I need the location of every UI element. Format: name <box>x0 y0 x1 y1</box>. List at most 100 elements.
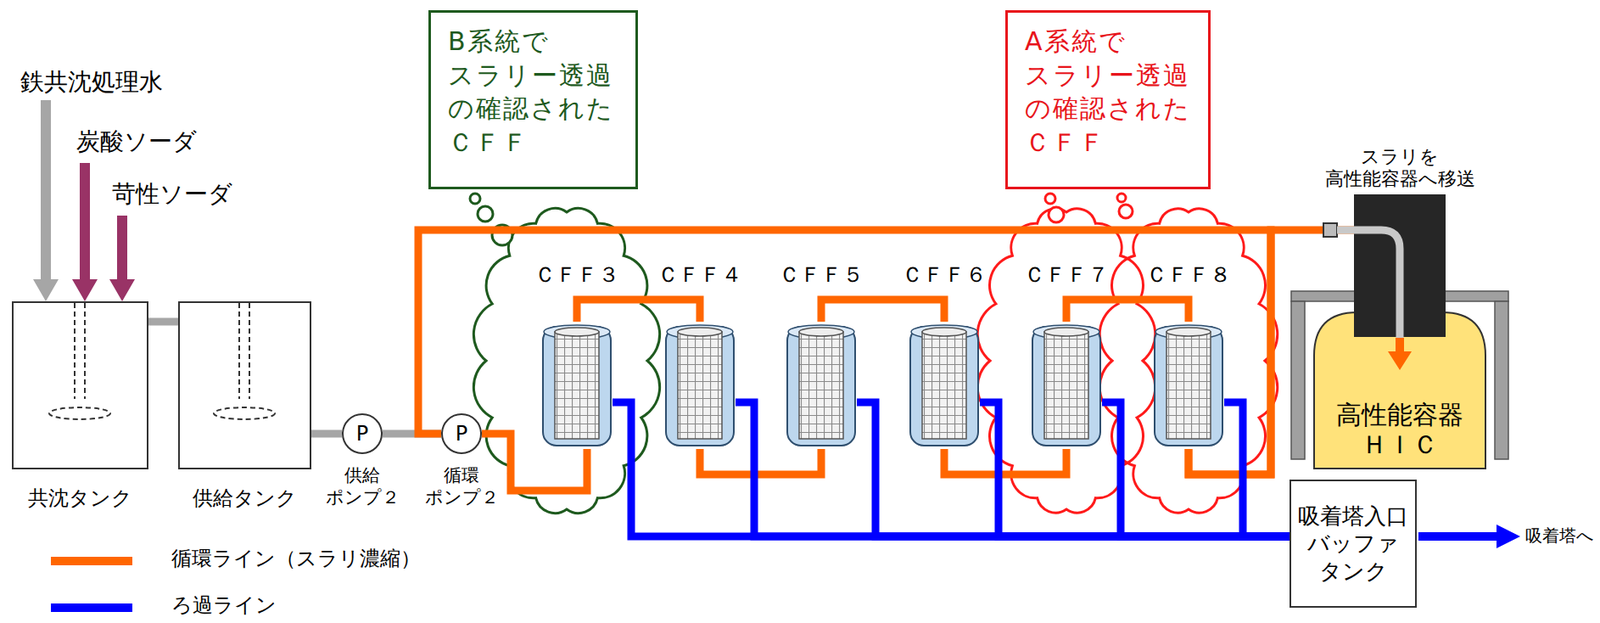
circulation-pipe <box>576 299 700 322</box>
tank-inner-pipe <box>74 302 85 399</box>
annotation-label: スラリを 高性能容器へ移送 <box>1325 145 1476 191</box>
filter-outline <box>1030 321 1103 449</box>
legend-label: ろ過ライン <box>171 593 277 616</box>
annotation-label: 苛性ソーダ <box>111 179 233 209</box>
filter-housing <box>1154 326 1223 446</box>
pump-circle: P供給 ポンプ２ <box>341 413 383 454</box>
tank-label: 吸着塔入口 バッファ タンク <box>1297 502 1409 586</box>
filter-outline <box>664 321 736 449</box>
filter-label: ＣＦＦ７ <box>1023 262 1109 287</box>
pump-label: 供給 ポンプ２ <box>325 464 400 510</box>
pump-symbol: P <box>341 413 383 454</box>
annotation-label: 炭酸ソーダ <box>76 127 197 157</box>
legend-label: 循環ライン（スラリ濃縮） <box>171 547 421 570</box>
annotation-label: 吸着塔へ <box>1525 525 1594 546</box>
circulation-pipe <box>1066 299 1189 322</box>
filter-housing <box>542 326 611 446</box>
transfer-arrow <box>1387 337 1412 370</box>
filter-element <box>554 331 599 439</box>
filter-cylinder: ＣＦＦ６ <box>908 321 980 449</box>
transfer-pipe <box>1337 229 1400 338</box>
filter-label: ＣＦＦ６ <box>901 262 987 287</box>
thought-bubbles <box>1045 193 1133 223</box>
circulation-pipe <box>418 229 1271 475</box>
legend-swatch <box>50 603 133 612</box>
filter-element <box>677 331 722 439</box>
circulation-pipe <box>699 448 822 475</box>
transfer-unit <box>1353 194 1446 337</box>
annotation-label: 鉄共沈処理水 <box>20 67 163 97</box>
circulation-pipe <box>944 448 1067 475</box>
filter-element-top <box>677 327 722 336</box>
pump-circle: P循環 ポンプ２ <box>441 413 482 454</box>
tank-label: 供給タンク <box>192 486 297 511</box>
pipe-coupling <box>1323 223 1338 237</box>
filter-element <box>922 331 967 439</box>
filter-cylinder: ＣＦＦ４ <box>664 321 736 449</box>
tank-inner-pipe <box>239 302 250 399</box>
filter-element-top <box>1044 327 1089 336</box>
input-arrow <box>109 215 135 302</box>
hic-dome <box>1314 312 1486 469</box>
hic-frame <box>1494 301 1509 459</box>
filter-label: ＣＦＦ８ <box>1146 262 1231 287</box>
filtrate-pipe <box>979 402 1290 537</box>
feed-pipe <box>311 430 342 438</box>
filter-outline <box>908 321 980 449</box>
thought-bubble <box>1118 204 1133 219</box>
thought-bubble <box>477 206 493 222</box>
tank-impeller <box>49 407 111 420</box>
filter-element <box>1044 331 1089 439</box>
hic-container: 高性能容器 ＨＩＣ <box>1313 311 1487 470</box>
container-label: 高性能容器 ＨＩＣ <box>1336 400 1464 459</box>
filter-housing <box>665 326 734 446</box>
filter-housing <box>910 326 979 446</box>
circulation-pipe <box>821 299 945 322</box>
pump-label: 循環 ポンプ２ <box>425 464 499 510</box>
pump-symbol: P <box>441 413 482 454</box>
callout-box: A系統で スラリー透過 の確認された ＣＦＦ <box>1005 10 1211 190</box>
input-arrow <box>72 162 98 302</box>
filter-cylinder: ＣＦＦ７ <box>1030 321 1103 449</box>
tank-impeller <box>213 407 275 420</box>
input-arrow <box>33 100 59 302</box>
filter-label: ＣＦＦ５ <box>778 262 864 287</box>
filter-housing-top <box>543 324 610 339</box>
thought-bubble <box>1117 193 1126 202</box>
filter-cylinder: ＣＦＦ８ <box>1152 321 1225 449</box>
pump-circle-shape <box>342 413 382 454</box>
filter-outline <box>785 321 857 449</box>
callout-text: A系統で スラリー透過 の確認された ＣＦＦ <box>1024 24 1192 159</box>
filter-housing <box>787 326 856 446</box>
filter-cylinder: ＣＦＦ３ <box>541 321 613 449</box>
filter-element-top <box>799 327 844 336</box>
filtrate-pipe <box>1224 402 1290 537</box>
filter-element-top <box>1166 327 1211 336</box>
filter-housing-top <box>666 324 733 339</box>
legend-swatch <box>50 556 133 566</box>
tank-label: 共沈タンク <box>27 486 133 511</box>
filter-outline <box>541 321 613 449</box>
feed-pipe <box>148 318 179 326</box>
filter-label: ＣＦＦ４ <box>657 262 743 287</box>
filter-element-top <box>922 327 967 336</box>
filter-label: ＣＦＦ３ <box>534 262 620 287</box>
filter-element <box>1166 331 1211 439</box>
callout-text: B系統で スラリー透過 の確認された ＣＦＦ <box>447 24 615 159</box>
thought-bubble <box>469 193 481 204</box>
callout-box: B系統で スラリー透過 の確認された ＣＦＦ <box>428 10 638 190</box>
tank-box: 共沈タンク <box>11 301 149 470</box>
filter-housing-top <box>788 324 855 339</box>
filter-housing-top <box>1155 324 1222 339</box>
hic-frame <box>1291 301 1305 459</box>
filter-element <box>799 331 844 439</box>
filter-element-top <box>554 327 599 336</box>
tank-box: 供給タンク <box>178 301 312 470</box>
filter-housing-top <box>911 324 978 339</box>
pump-circle-shape <box>441 413 482 454</box>
thought-bubbles <box>469 193 513 246</box>
filter-housing-top <box>1033 324 1100 339</box>
thought-bubble <box>1045 193 1056 204</box>
